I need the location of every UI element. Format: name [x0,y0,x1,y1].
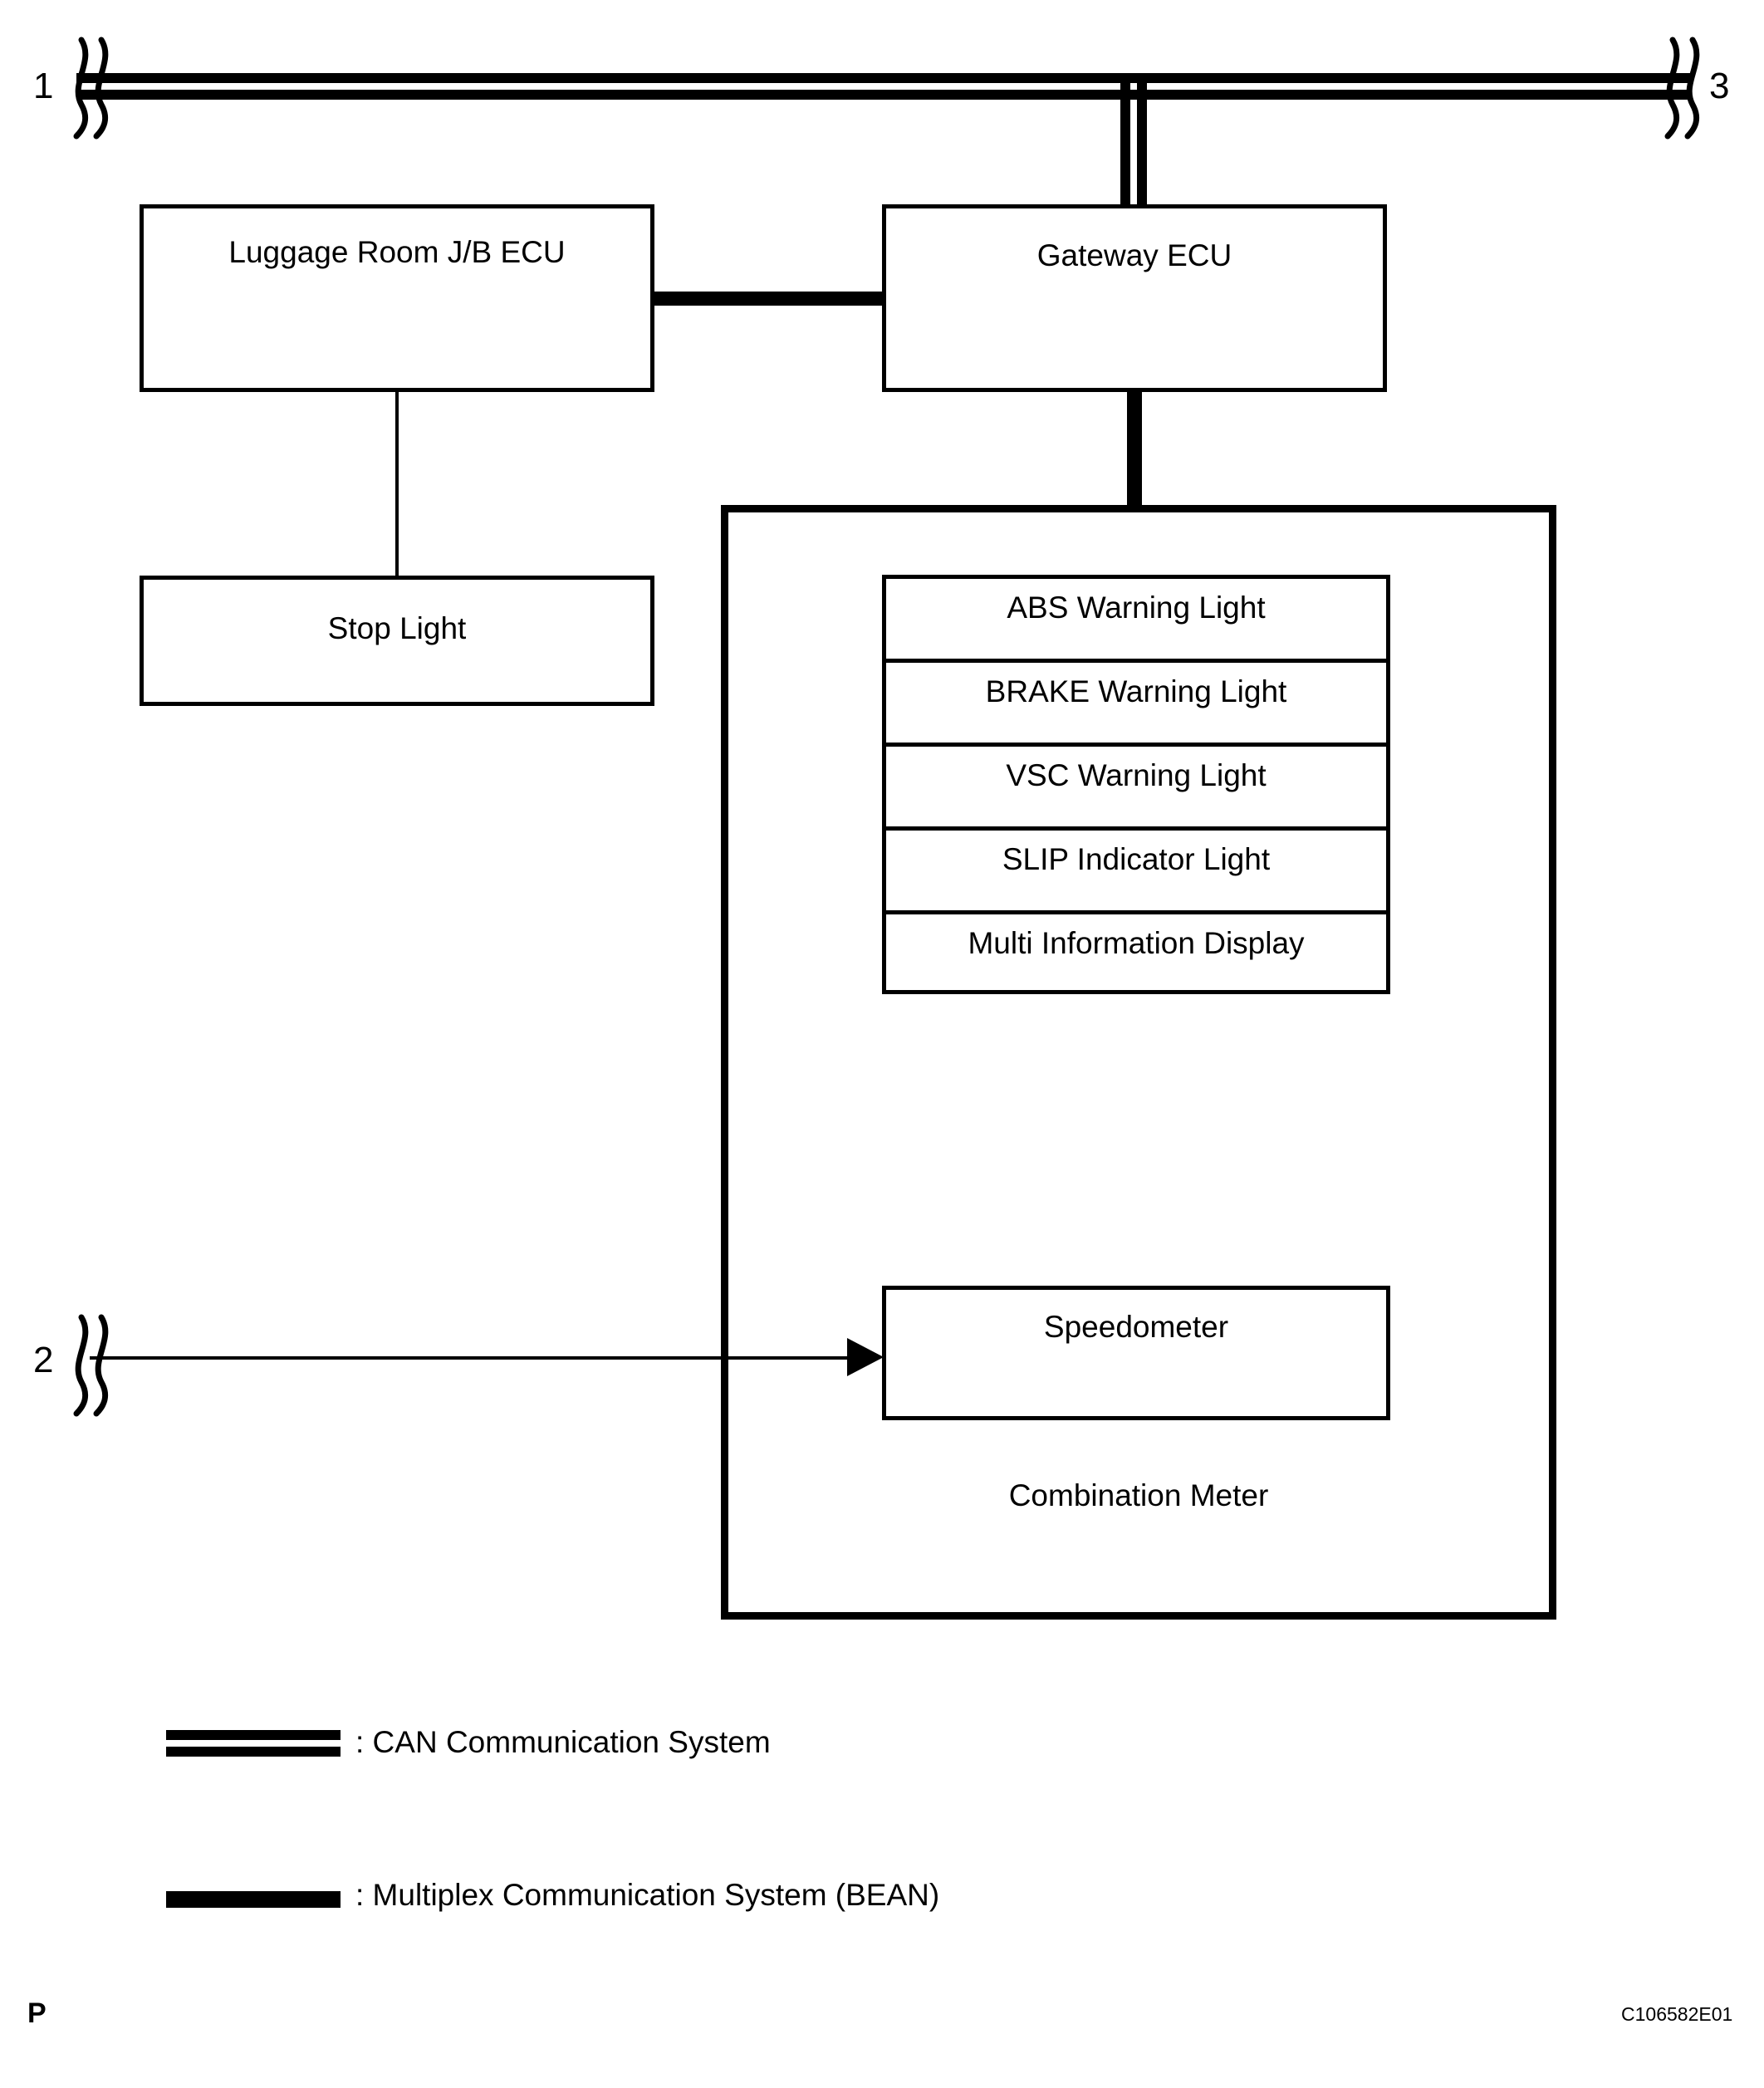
warning-light-item[interactable]: Multi Information Display [886,914,1386,998]
node-stop-light[interactable]: Stop Light [140,576,654,706]
arrow-head-to-speedometer [847,1333,889,1385]
legend-label-can: : CAN Communication System [355,1725,771,1759]
warning-light-label: SLIP Indicator Light [1002,842,1271,876]
node-gateway-ecu-label: Gateway ECU [1036,238,1232,272]
wire-input-2-to-speedometer [90,1356,860,1360]
warning-light-label: BRAKE Warning Light [985,674,1287,708]
break-marker-3-label: 3 [1709,66,1730,106]
bean-line-swatch-icon [166,1891,341,1908]
page-mark: P [27,1997,47,2029]
can-bus-swatch-icon [166,1730,341,1757]
warning-light-item[interactable]: BRAKE Warning Light [886,663,1386,747]
warning-light-label: VSC Warning Light [1006,758,1267,792]
warning-light-item[interactable]: ABS Warning Light [886,579,1386,663]
node-combination-meter-label: Combination Meter [1008,1478,1269,1512]
warning-light-item[interactable]: SLIP Indicator Light [886,831,1386,914]
node-speedometer-label: Speedometer [1043,1310,1229,1344]
node-gateway-ecu[interactable]: Gateway ECU [882,204,1387,392]
legend-label-bean: : Multiplex Communication System (BEAN) [355,1878,940,1912]
break-marker-2-label: 2 [33,1340,54,1380]
warning-light-item[interactable]: VSC Warning Light [886,747,1386,831]
node-stop-light-label: Stop Light [327,611,467,645]
can-bus-drop-to-gateway [1120,73,1147,206]
break-marker-3-icon [1656,33,1706,141]
node-speedometer[interactable]: Speedometer [882,1286,1390,1420]
wire-luggage-to-stop-light [395,390,399,577]
can-bus-line [76,73,1691,100]
warning-light-label: ABS Warning Light [1007,591,1266,625]
break-marker-1-label: 1 [33,66,54,106]
figure-id: C106582E01 [1621,2003,1733,2025]
break-marker-2-icon [65,1311,115,1419]
node-luggage-room-jb-ecu-label: Luggage Room J/B ECU [228,235,566,269]
warning-light-label: Multi Information Display [968,926,1305,960]
bean-link-luggage-to-gateway [651,292,885,306]
warning-light-stack: ABS Warning Light BRAKE Warning Light VS… [882,575,1390,994]
bean-link-gateway-to-meter [1127,390,1142,508]
node-luggage-room-jb-ecu[interactable]: Luggage Room J/B ECU [140,204,654,392]
break-marker-1-icon [65,33,115,141]
